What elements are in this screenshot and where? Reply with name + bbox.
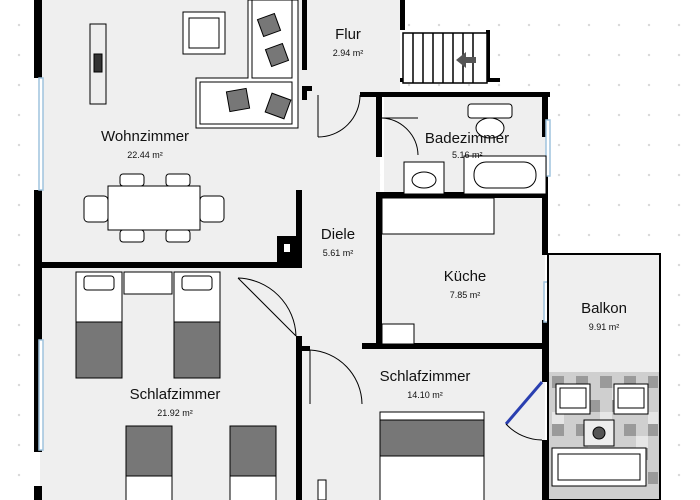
room-area: 14.10 m² — [407, 390, 443, 400]
bathroom-fixtures — [403, 103, 547, 195]
windows — [38, 77, 551, 451]
bedroom-2-furniture — [317, 411, 485, 500]
room-name: Flur — [335, 26, 361, 43]
room-label-wohnzimmer: Wohnzimmer 22.44 m² — [90, 128, 200, 160]
room-area: 22.44 m² — [127, 150, 163, 160]
room-label-diele: Diele 5.61 m² — [308, 226, 368, 258]
room-name: Schlafzimmer — [379, 368, 471, 385]
stairs-arrow-icon — [456, 52, 476, 68]
doors — [237, 94, 419, 405]
room-label-flur: Flur 2.94 m² — [318, 26, 378, 58]
room-area: 7.85 m² — [449, 290, 481, 300]
room-area: 5.16 m² — [452, 150, 483, 160]
room-name: Balkon — [581, 300, 627, 317]
room-label-balkon: Balkon 9.91 m² — [564, 300, 644, 332]
floor-diele[interactable] — [296, 97, 380, 346]
room-name: Küche — [443, 268, 487, 285]
living-room-furniture — [83, 0, 299, 243]
room-area: 5.61 m² — [322, 248, 354, 258]
room-name: Badezimmer — [424, 130, 510, 147]
room-label-kueche: Küche 7.85 m² — [425, 268, 505, 300]
balcony-railing — [547, 253, 661, 500]
room-label-schlafzimmer-1: Schlafzimmer 21.92 m² — [110, 386, 240, 418]
floor-flur[interactable] — [302, 0, 400, 97]
room-name: Schlafzimmer — [129, 386, 221, 403]
room-name: Diele — [320, 226, 356, 243]
bedroom-1-furniture — [75, 271, 277, 500]
room-label-schlafzimmer-2: Schlafzimmer 14.10 m² — [360, 368, 490, 400]
room-area: 9.91 m² — [588, 322, 620, 332]
room-area: 21.92 m² — [157, 408, 193, 418]
balcony-door[interactable] — [504, 381, 544, 425]
room-area: 2.94 m² — [332, 48, 364, 58]
balcony-furniture — [551, 383, 649, 487]
walls — [34, 0, 550, 500]
room-label-badezimmer: Badezimmer 5.16 m² — [412, 130, 522, 160]
room-name: Wohnzimmer — [100, 128, 190, 145]
kitchen-furniture — [381, 197, 495, 345]
